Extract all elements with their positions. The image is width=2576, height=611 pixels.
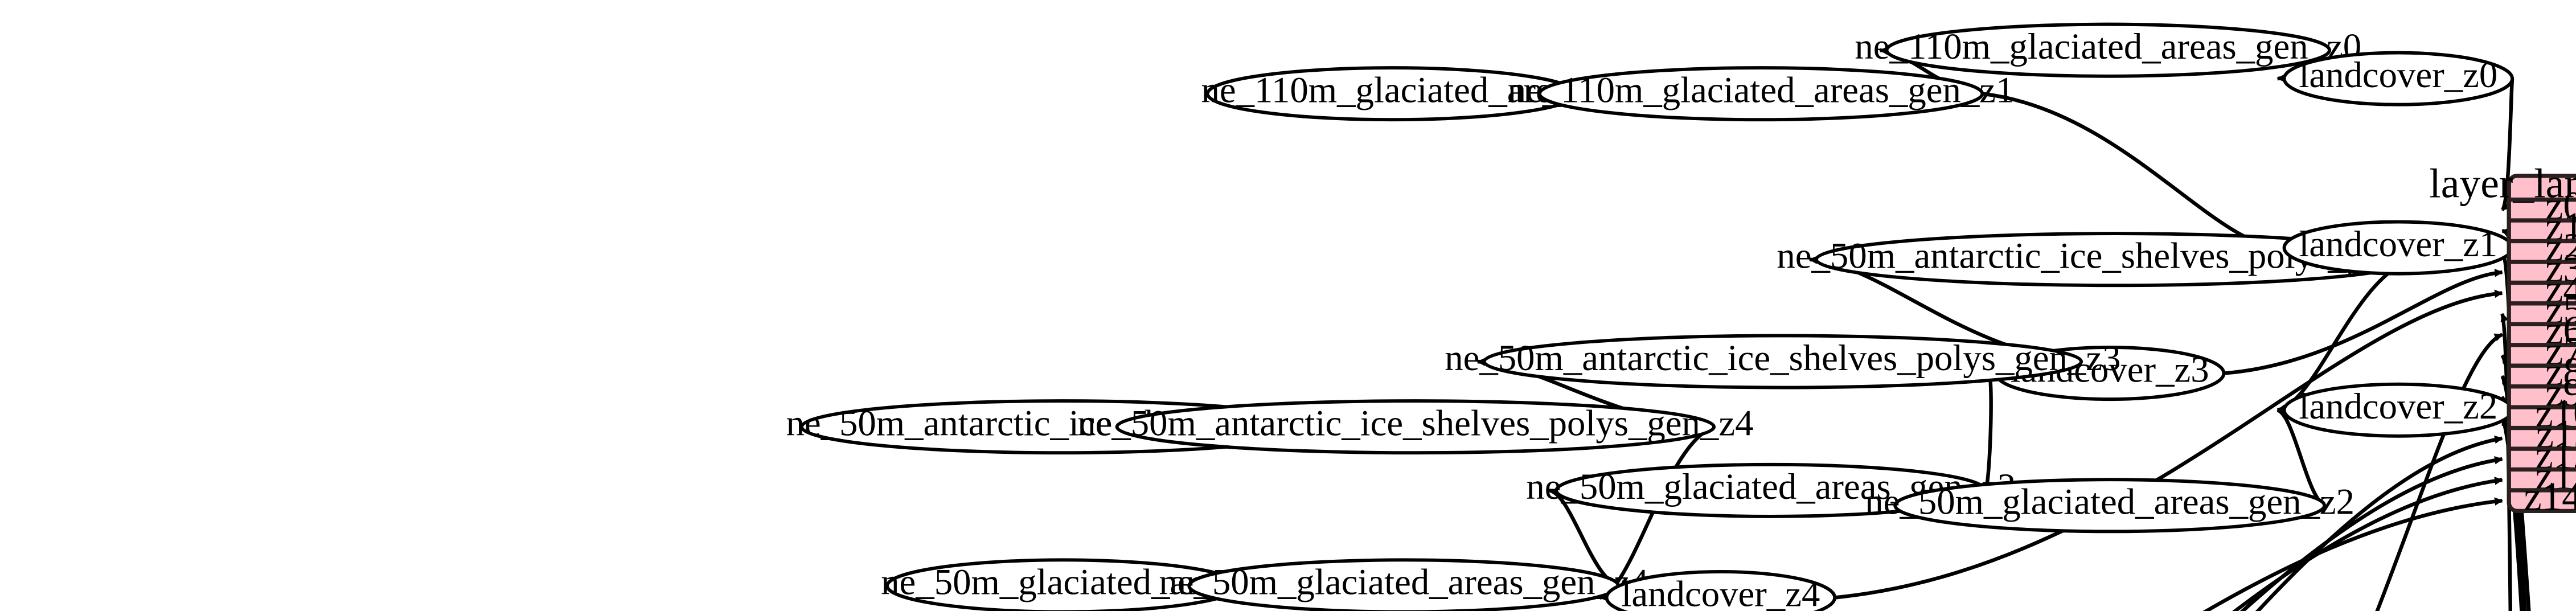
node-ne_50m_antarctic_ice_shelves_polys_gen_z3[interactable]: ne_50m_antarctic_ice_shelves_polys_gen_z…	[1445, 334, 2121, 389]
edge-ne_110m_glaciated_areas_gen_z1-to-landcover_z1	[1982, 92, 2279, 251]
edge-osm_landcover_polygon-to-layer_landcover-z14+	[2202, 497, 2503, 611]
edge-landcover_z3-to-layer_landcover-z3	[2224, 268, 2503, 375]
node-ne_110m_glaciated_areas_gen_z1[interactable]: ne_110m_glaciated_areas_gen_z1	[1508, 66, 2015, 122]
node-ne_50m_glaciated_areas_gen_z2[interactable]: ne_50m_glaciated_areas_gen_z2	[1865, 478, 2355, 534]
node-label-ne_50m_glaciated_areas_gen_z4: ne_50m_glaciated_areas_gen_z4	[1159, 562, 1648, 603]
node-shape-landcover_z0	[2282, 51, 2515, 106]
node-ne_50m_glaciated_areas[interactable]: ne_50m_glaciated_areas	[881, 558, 1245, 611]
node-shape-landcover_z4	[1605, 569, 1837, 611]
node-label-ne_50m_glaciated_areas: ne_50m_glaciated_areas	[881, 562, 1245, 603]
node-ne_50m_glaciated_areas_gen_z4[interactable]: ne_50m_glaciated_areas_gen_z4	[1159, 558, 1648, 611]
node-label-landcover_z4: landcover_z4	[1621, 573, 1820, 611]
node-landcover_z4[interactable]: landcover_z4	[1605, 569, 1837, 611]
edge-landcover_z5-to-layer_landcover-z5	[2500, 313, 2513, 611]
record-table-layer: layer_landcoverz0z1z2z3z4z5z6z7z8z9z10z1…	[2429, 160, 2576, 519]
edge-osm_landcover_gen_z11-to-layer_landcover-z11	[2255, 435, 2503, 611]
node-shape-ne_110m_glaciated_areas_gen_z1	[1537, 66, 1984, 122]
edge-landcover_z0-to-layer_landcover-z0	[2500, 78, 2515, 212]
edge-landcover_z6-to-layer_landcover-z6	[2375, 333, 2503, 611]
node-label-ne_110m_glaciated_areas: ne_110m_glaciated_areas	[1201, 70, 1582, 111]
node-shape-ne_50m_antarctic_ice_shelves_polys_gen_z3	[1482, 334, 2083, 389]
node-shape-ne_110m_glaciated_areas_gen_z0	[1885, 22, 2331, 78]
node-label-landcover_z2: landcover_z2	[2299, 386, 2497, 427]
node-label-landcover_z0: landcover_z0	[2299, 55, 2497, 96]
node-label-ne_50m_glaciated_areas_gen_z2: ne_50m_glaciated_areas_gen_z2	[1865, 482, 2355, 523]
node-shape-ne_50m_antarctic_ice_shelves_polys_gen_z4	[1115, 399, 1716, 455]
node-landcover_z2[interactable]: landcover_z2	[2282, 382, 2515, 438]
node-ne_110m_glaciated_areas_gen_z0[interactable]: ne_110m_glaciated_areas_gen_z0	[1855, 22, 2361, 78]
node-landcover_z0[interactable]: landcover_z0	[2282, 51, 2515, 106]
node-label-ne_110m_glaciated_areas_gen_z0: ne_110m_glaciated_areas_gen_z0	[1855, 26, 2361, 67]
nodes-layer: imposm3osm_landcover_polygonsimplify_vw_…	[786, 22, 2515, 611]
node-shape-ne_50m_glaciated_areas_gen_z2	[1893, 478, 2327, 534]
node-label-ne_50m_antarctic_ice_shelves_polys_gen_z3: ne_50m_antarctic_ice_shelves_polys_gen_z…	[1445, 338, 2120, 379]
edge-landcover_z4-to-layer_landcover-z4	[1834, 289, 2503, 600]
node-label-ne_50m_antarctic_ice_shelves_polys_gen_z4: ne_50m_antarctic_ice_shelves_polys_gen_z…	[1077, 403, 1753, 444]
node-ne_110m_glaciated_areas[interactable]: ne_110m_glaciated_areas	[1201, 66, 1583, 122]
record-row-z14+[interactable]: z14+	[2524, 474, 2576, 519]
node-label-landcover_z1: landcover_z1	[2299, 224, 2497, 265]
node-ne_50m_antarctic_ice_shelves_polys_gen_z4[interactable]: ne_50m_antarctic_ice_shelves_polys_gen_z…	[1077, 399, 1753, 455]
node-label-ne_110m_glaciated_areas_gen_z1: ne_110m_glaciated_areas_gen_z1	[1508, 70, 2015, 111]
node-landcover_z1[interactable]: landcover_z1	[2282, 220, 2515, 276]
